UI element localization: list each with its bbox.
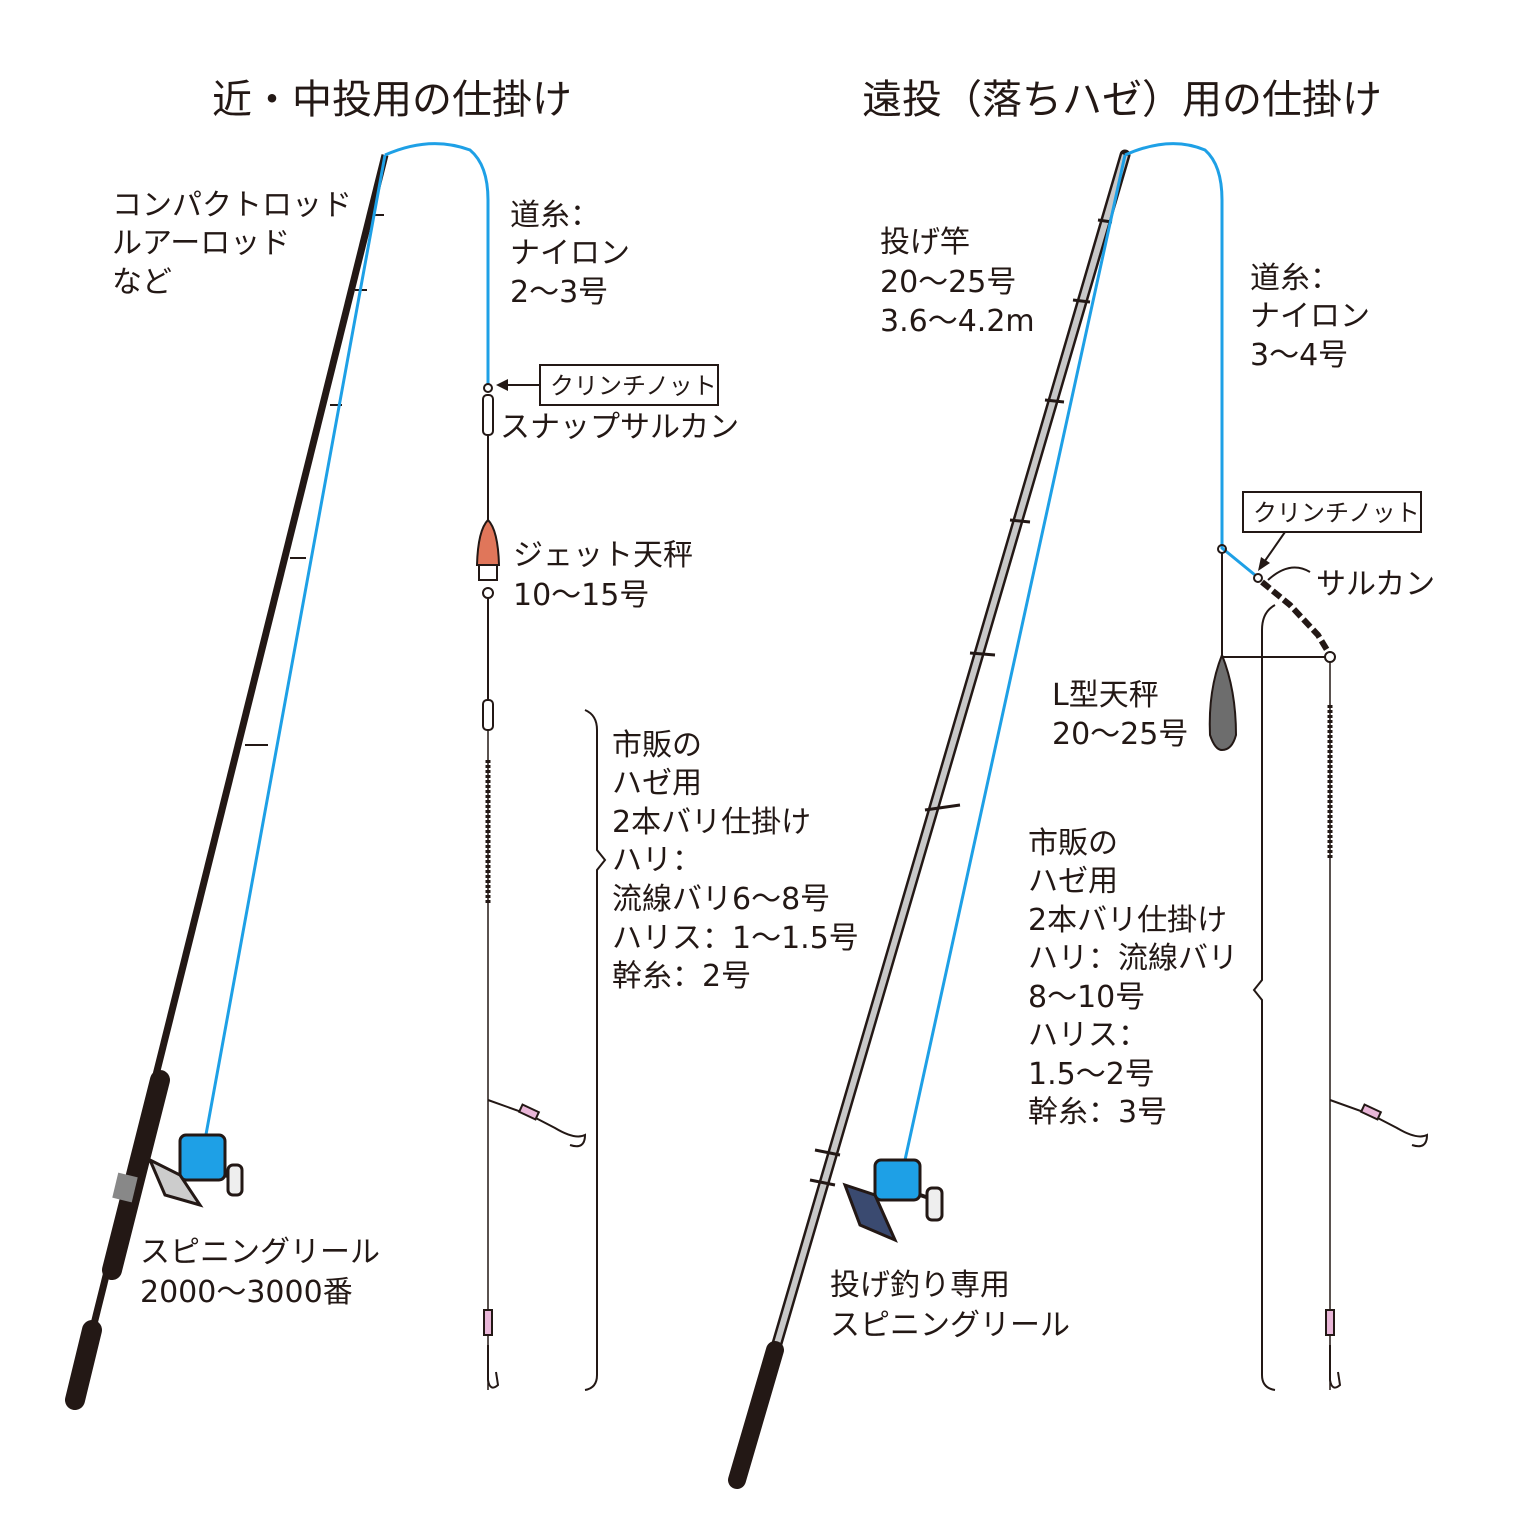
left-rod xyxy=(65,154,389,1410)
text: 2～3号 xyxy=(510,275,608,310)
left-rig-brace xyxy=(584,709,607,1391)
right-sinker-label: L型天秤 20～25号 xyxy=(1052,678,1188,752)
text: ハリ：流線バリ xyxy=(1028,941,1238,976)
text: 3～4号 xyxy=(1250,338,1348,373)
left-reel-icon xyxy=(147,1133,244,1208)
text: 幹糸：2号 xyxy=(612,959,751,994)
text: 10～15号 xyxy=(513,578,649,613)
text: ハリス：1～1.5号 xyxy=(612,921,859,956)
text: L型天秤 xyxy=(1052,678,1159,713)
text: 投げ竿 xyxy=(880,225,970,260)
text: 2本バリ仕掛け xyxy=(612,805,811,840)
text: 道糸： xyxy=(1250,261,1340,296)
right-reel-label: 投げ釣り専用 スピニングリール xyxy=(830,1268,1070,1343)
text: 8～10号 xyxy=(1028,980,1145,1015)
right-rod-label: 投げ竿 20～25号 3.6～4.2m xyxy=(880,225,1035,339)
right-main-line xyxy=(903,142,1256,1161)
text: ハゼ用 xyxy=(612,766,702,801)
right-title: 遠投（落ちハゼ）用の仕掛け xyxy=(862,77,1382,123)
right-swivel-label: サルカン xyxy=(1316,567,1435,602)
right-rig-label: 市販の ハゼ用 2本バリ仕掛け ハリ：流線バリ 8～10号 ハリス： 1.5～2… xyxy=(1028,826,1238,1130)
text: 市販の xyxy=(1028,826,1118,861)
text: ハリ： xyxy=(612,843,702,878)
text: ジェット天秤 xyxy=(513,538,693,573)
text: 20～25号 xyxy=(880,265,1016,300)
left-rod-label: コンパクトロッド ルアーロッド など xyxy=(112,188,352,300)
left-sinker-label: ジェット天秤 10～15号 xyxy=(513,538,693,613)
text: など xyxy=(112,265,172,300)
right-rod xyxy=(728,149,1131,1489)
left-reel-label: スピニングリール 2000～3000番 xyxy=(140,1235,380,1310)
right-knot-label: クリンチノット xyxy=(1253,499,1420,527)
left-knot-label: クリンチノット xyxy=(550,372,717,400)
left-line-label: 道糸： ナイロン 2～3号 xyxy=(510,198,630,310)
left-knot-callout: クリンチノット xyxy=(496,364,719,406)
left-rig-label: 市販の ハゼ用 2本バリ仕掛け ハリ： 流線バリ6～8号 ハリス：1～1.5号 … xyxy=(612,728,859,994)
right-swivel-pointer xyxy=(1267,566,1311,581)
right-reel-icon xyxy=(842,1158,944,1243)
text: ルアーロッド xyxy=(112,226,290,261)
right-terminal-rig xyxy=(1208,544,1429,1390)
text: ハゼ用 xyxy=(1028,864,1118,899)
text: 市販の xyxy=(612,728,702,763)
text: 幹糸：3号 xyxy=(1028,1095,1167,1130)
right-knot-callout: クリンチノット xyxy=(1242,491,1422,571)
text: 2本バリ仕掛け xyxy=(1028,903,1227,938)
left-swivel-label: スナップサルカン xyxy=(500,410,739,445)
text: ナイロン xyxy=(510,236,630,271)
text: ハリス： xyxy=(1028,1018,1148,1053)
text: 流線バリ6～8号 xyxy=(612,882,830,917)
text: スピニングリール xyxy=(830,1308,1070,1343)
right-line-label: 道糸： ナイロン 3～4号 xyxy=(1250,261,1370,373)
text: 道糸： xyxy=(510,198,600,233)
text: 2000～3000番 xyxy=(140,1275,353,1310)
right-rig-brace xyxy=(1252,604,1276,1391)
left-main-line xyxy=(203,142,490,1141)
text: コンパクトロッド xyxy=(112,188,352,223)
left-title: 近・中投用の仕掛け xyxy=(212,77,572,123)
text: 投げ釣り専用 xyxy=(830,1268,1010,1303)
text: ナイロン xyxy=(1250,299,1370,334)
left-terminal-rig xyxy=(475,383,587,1390)
text: スピニングリール xyxy=(140,1235,380,1270)
text: 1.5～2号 xyxy=(1028,1057,1155,1092)
text: 20～25号 xyxy=(1052,717,1188,752)
text: 3.6～4.2m xyxy=(880,304,1035,339)
